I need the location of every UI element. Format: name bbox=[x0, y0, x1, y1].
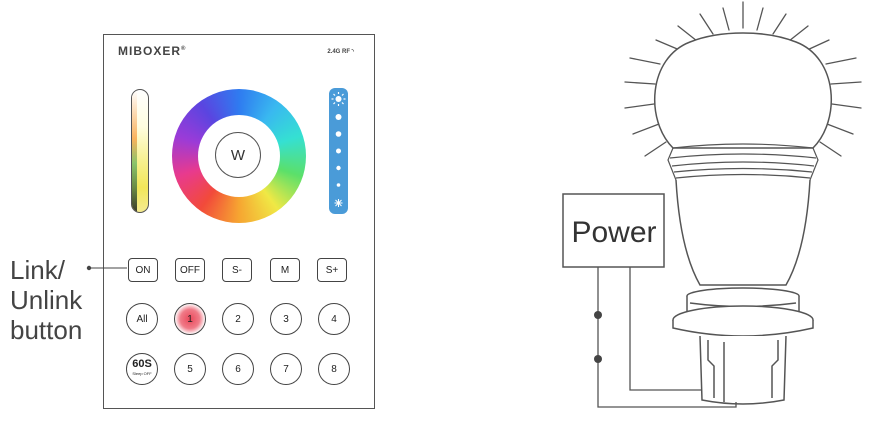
zone-6-label: 6 bbox=[235, 363, 241, 375]
zone-2-label: 2 bbox=[235, 313, 241, 325]
zone-1-label: 1 bbox=[187, 313, 193, 325]
zone-5-button[interactable]: 5 bbox=[174, 353, 206, 385]
zone-7-button[interactable]: 7 bbox=[270, 353, 302, 385]
power-box bbox=[562, 193, 665, 268]
bulb-socket bbox=[672, 305, 814, 405]
on-button-label: ON bbox=[135, 264, 151, 276]
link-label-line-3: button bbox=[10, 315, 83, 345]
zone-4-button[interactable]: 4 bbox=[318, 303, 350, 335]
color-wheel-center[interactable]: W bbox=[198, 115, 280, 197]
zone-3-label: 3 bbox=[283, 313, 289, 325]
brand-logo-text: MIBOXER bbox=[118, 44, 182, 58]
zone-8-button[interactable]: 8 bbox=[318, 353, 350, 385]
mode-button-label: M bbox=[280, 264, 290, 276]
power-label: Power bbox=[571, 216, 656, 249]
white-button-label: W bbox=[230, 146, 246, 164]
off-button[interactable]: OFF bbox=[175, 258, 205, 282]
brightness-low-icon bbox=[334, 199, 343, 207]
zone-3-button[interactable]: 3 bbox=[270, 303, 302, 335]
sleep-60s-label: 60S bbox=[132, 358, 152, 370]
sleep-off-label: Sleep OFF bbox=[132, 371, 152, 376]
brand-logo: MIBOXER® bbox=[118, 44, 186, 58]
zone-5-label: 5 bbox=[187, 363, 193, 375]
zone-all-button[interactable]: All bbox=[126, 303, 158, 335]
link-leader-line bbox=[86, 265, 127, 271]
white-button[interactable]: W bbox=[215, 132, 261, 178]
color-temperature-slider[interactable] bbox=[131, 89, 149, 213]
zone-4-label: 4 bbox=[331, 313, 337, 325]
power-wires bbox=[597, 267, 737, 408]
speed-down-label: S- bbox=[232, 264, 242, 276]
wire-junctions bbox=[594, 311, 602, 363]
registered-mark: ® bbox=[181, 46, 187, 52]
brightness-high-icon bbox=[331, 92, 346, 106]
zone-6-button[interactable]: 6 bbox=[222, 353, 254, 385]
sleep-60s-button[interactable]: 60S Sleep OFF bbox=[126, 353, 158, 385]
zone-7-label: 7 bbox=[283, 363, 289, 375]
mode-button[interactable]: M bbox=[270, 258, 300, 282]
bulb-globe bbox=[654, 32, 832, 149]
bulb-neck-rings bbox=[667, 143, 819, 181]
speed-down-button[interactable]: S- bbox=[222, 258, 252, 282]
speed-up-label: S+ bbox=[325, 264, 339, 276]
link-label-line-2: Unlink bbox=[10, 285, 83, 315]
temperature-slider-rail bbox=[132, 90, 137, 212]
wall-panel-remote: MIBOXER® 2.4G RF ◝ W bbox=[103, 34, 375, 409]
bulb-body bbox=[675, 179, 811, 286]
brightness-level-dots bbox=[335, 114, 342, 187]
off-button-label: OFF bbox=[180, 264, 200, 276]
wifi-icon: ◝ bbox=[351, 49, 354, 55]
on-button[interactable]: ON bbox=[128, 258, 158, 282]
rgb-color-wheel[interactable]: W bbox=[172, 89, 306, 223]
power-supply: Power bbox=[562, 193, 665, 268]
link-label-line-1: Link/ bbox=[10, 255, 65, 285]
zone-8-label: 8 bbox=[331, 363, 337, 375]
zone-2-button[interactable]: 2 bbox=[222, 303, 254, 335]
zone-all-label: All bbox=[136, 313, 148, 325]
brightness-slider[interactable] bbox=[329, 88, 348, 214]
brightness-scale-graphic bbox=[331, 92, 346, 207]
rf-label: 2.4G RF bbox=[327, 49, 350, 55]
zone-1-button[interactable]: 1 bbox=[174, 303, 206, 335]
rf-indicator: 2.4G RF ◝ bbox=[327, 48, 354, 55]
speed-up-button[interactable]: S+ bbox=[317, 258, 347, 282]
